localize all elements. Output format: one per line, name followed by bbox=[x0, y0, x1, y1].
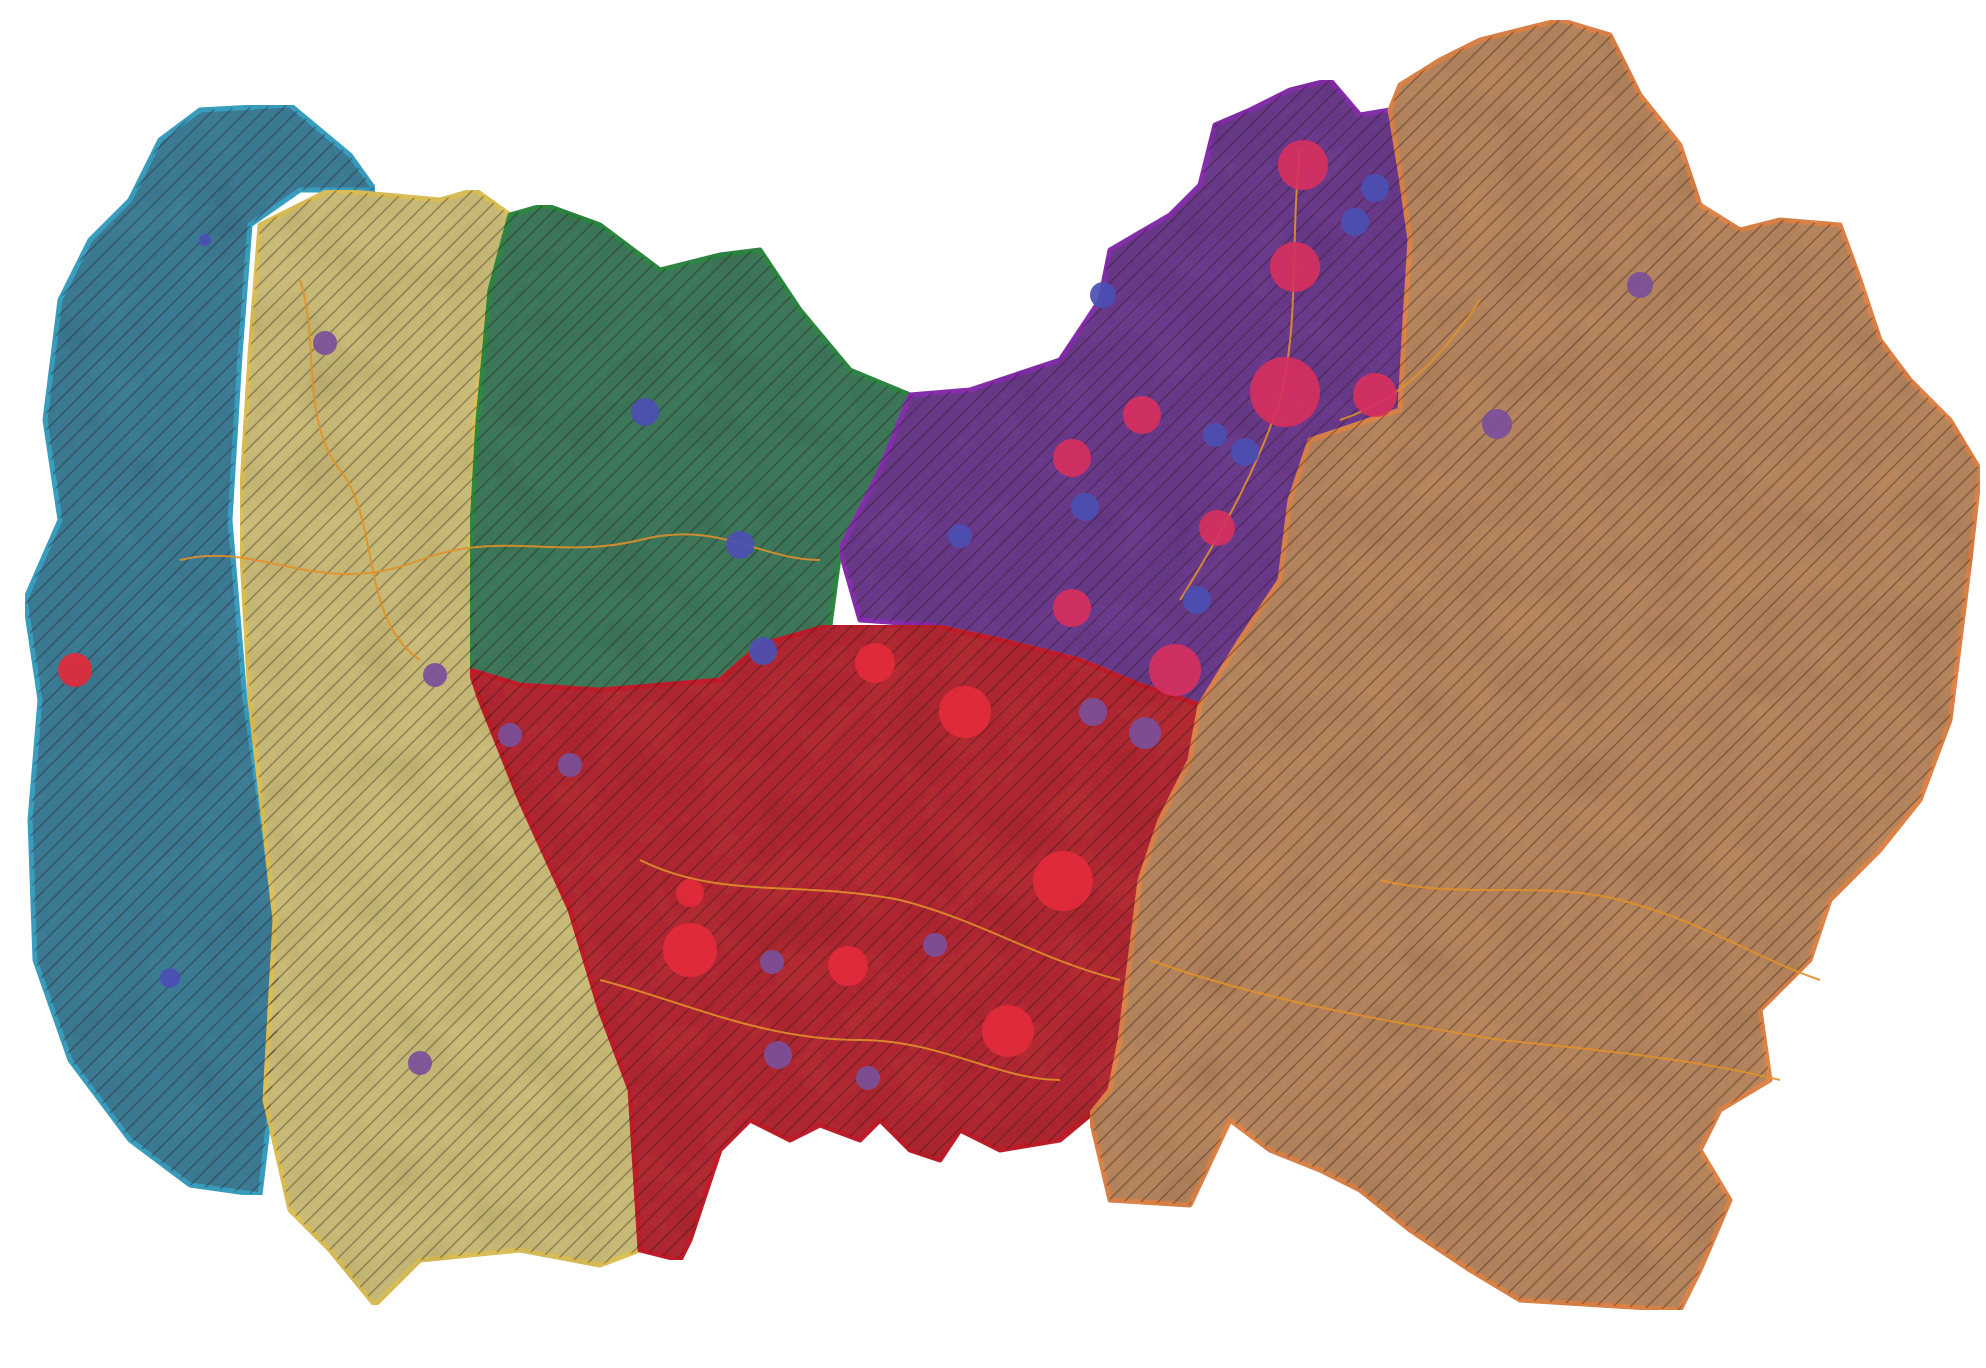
red-marker[interactable] bbox=[1033, 851, 1093, 911]
hatch-fill bbox=[840, 80, 1410, 705]
hatch-fill bbox=[25, 105, 375, 1195]
pink-marker[interactable] bbox=[1199, 510, 1235, 546]
red-marker[interactable] bbox=[855, 643, 895, 683]
blue-marker[interactable] bbox=[948, 524, 972, 548]
markers-layer bbox=[58, 140, 1653, 1090]
blue-marker[interactable] bbox=[749, 637, 777, 665]
hatch-fill bbox=[470, 625, 1200, 1260]
pink-marker[interactable] bbox=[1123, 396, 1161, 434]
violet-marker[interactable] bbox=[760, 950, 784, 974]
violet-marker[interactable] bbox=[1482, 409, 1512, 439]
river-line bbox=[299, 279, 421, 661]
blue-marker[interactable] bbox=[1203, 423, 1227, 447]
blue-marker[interactable] bbox=[1183, 586, 1211, 614]
blue-marker[interactable] bbox=[199, 234, 211, 246]
violet-marker[interactable] bbox=[423, 663, 447, 687]
pink-marker[interactable] bbox=[1053, 439, 1091, 477]
blue-marker[interactable] bbox=[1090, 282, 1116, 308]
red-marker[interactable] bbox=[939, 686, 991, 738]
red-marker[interactable] bbox=[676, 879, 704, 907]
red-marker[interactable] bbox=[828, 946, 868, 986]
violet-marker[interactable] bbox=[498, 723, 522, 747]
hatch-overlay bbox=[25, 20, 1980, 1310]
red-marker[interactable] bbox=[982, 1005, 1034, 1057]
pink-marker[interactable] bbox=[1278, 140, 1328, 190]
blue-marker[interactable] bbox=[631, 398, 659, 426]
blue-marker[interactable] bbox=[160, 968, 180, 988]
violet-marker[interactable] bbox=[923, 933, 947, 957]
blue-marker[interactable] bbox=[1231, 438, 1259, 466]
violet-marker[interactable] bbox=[1627, 272, 1653, 298]
river-line bbox=[639, 859, 1121, 981]
hatch-fill bbox=[470, 205, 910, 690]
blue-marker[interactable] bbox=[1341, 208, 1369, 236]
violet-marker[interactable] bbox=[1129, 717, 1161, 749]
blue-marker[interactable] bbox=[1361, 174, 1389, 202]
river-line bbox=[1339, 299, 1481, 421]
red-marker[interactable] bbox=[58, 653, 92, 687]
violet-marker[interactable] bbox=[1079, 698, 1107, 726]
blue-marker[interactable] bbox=[726, 531, 754, 559]
red-marker[interactable] bbox=[663, 923, 717, 977]
hatch-fill bbox=[1090, 20, 1980, 1310]
pink-marker[interactable] bbox=[1270, 242, 1320, 292]
violet-marker[interactable] bbox=[558, 753, 582, 777]
pink-marker[interactable] bbox=[1053, 589, 1091, 627]
violet-marker[interactable] bbox=[313, 331, 337, 355]
river-line bbox=[1379, 879, 1821, 981]
pink-marker[interactable] bbox=[1250, 357, 1320, 427]
pink-marker[interactable] bbox=[1149, 644, 1201, 696]
pink-marker[interactable] bbox=[1353, 373, 1397, 417]
violet-marker[interactable] bbox=[408, 1051, 432, 1075]
river-line bbox=[599, 979, 1061, 1081]
violet-marker[interactable] bbox=[764, 1041, 792, 1069]
river-line bbox=[1149, 959, 1781, 1081]
blue-marker[interactable] bbox=[1071, 493, 1099, 521]
violet-marker[interactable] bbox=[856, 1066, 880, 1090]
